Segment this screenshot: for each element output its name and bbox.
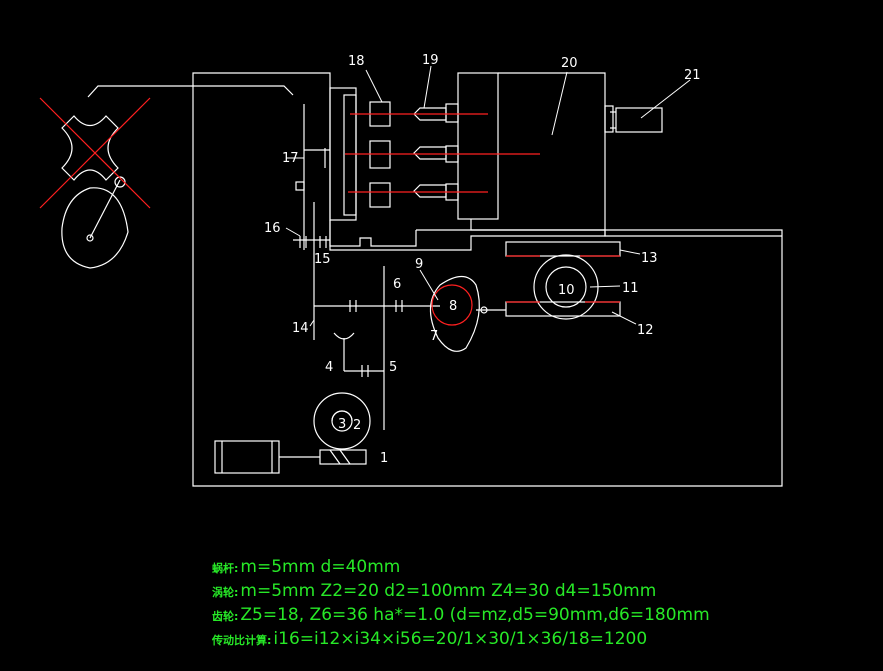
headstock-20 [457, 72, 499, 220]
part-label-10: 10 [558, 283, 575, 298]
part-label-9: 9 [415, 257, 423, 272]
part-label-13: 13 [641, 251, 658, 266]
part-label-21: 21 [684, 68, 701, 83]
part-label-6: 6 [393, 277, 401, 292]
gear-8-circle [431, 284, 473, 326]
motor-mount [604, 105, 614, 133]
note-worm-gear: 涡轮:m=5mm Z2=20 d2=100mm Z4=30 d4=150mm [212, 581, 657, 601]
part-label-15: 15 [314, 252, 331, 267]
part-label-19: 19 [422, 53, 439, 68]
part-label-1: 1 [380, 451, 388, 466]
drill-19c [413, 184, 447, 198]
part-label-18: 18 [348, 54, 365, 69]
cam-7 [429, 275, 480, 352]
tool-holder-18c [369, 182, 391, 208]
geneva-disc [61, 187, 129, 269]
geneva-cross [61, 115, 119, 181]
note-worm: 蜗杆:m=5mm d=40mm [212, 557, 401, 577]
coupling-17 [295, 181, 305, 191]
rail [416, 229, 782, 237]
part-label-14: 14 [292, 321, 309, 336]
part-label-17: 17 [282, 151, 299, 166]
part-label-12: 12 [637, 323, 654, 338]
part-label-8: 8 [449, 299, 457, 314]
worm-1 [319, 449, 367, 465]
specification-notes: 蜗杆:m=5mm d=40mm 涡轮:m=5mm Z2=20 d2=100mm … [212, 556, 710, 652]
part-label-3: 3 [338, 417, 346, 432]
part-label-20: 20 [561, 56, 578, 71]
headstock-body [470, 72, 606, 231]
slider-12 [505, 301, 621, 317]
turret-base [329, 220, 417, 247]
note-gear: 齿轮:Z5=18, Z6=36 ha*=1.0 (d=mz,d5=90mm,d6… [212, 605, 710, 625]
part-label-2: 2 [353, 418, 361, 433]
part-label-11: 11 [622, 281, 639, 296]
motor-21 [615, 107, 663, 133]
part-label-16: 16 [264, 221, 281, 236]
note-ratio: 传动比计算:i16=i12×i34×i56=20/1×30/1×36/18=12… [212, 629, 648, 649]
part-label-7: 7 [430, 329, 438, 344]
part-label-5: 5 [389, 360, 397, 375]
guide-13 [505, 241, 621, 257]
motor-1 [214, 440, 280, 474]
part-label-4: 4 [325, 360, 333, 375]
worm-wheel-2 [313, 392, 371, 450]
base-frame [192, 72, 783, 487]
link-rod [87, 85, 294, 98]
drill-19b [413, 146, 447, 160]
turret-plate [343, 94, 357, 216]
